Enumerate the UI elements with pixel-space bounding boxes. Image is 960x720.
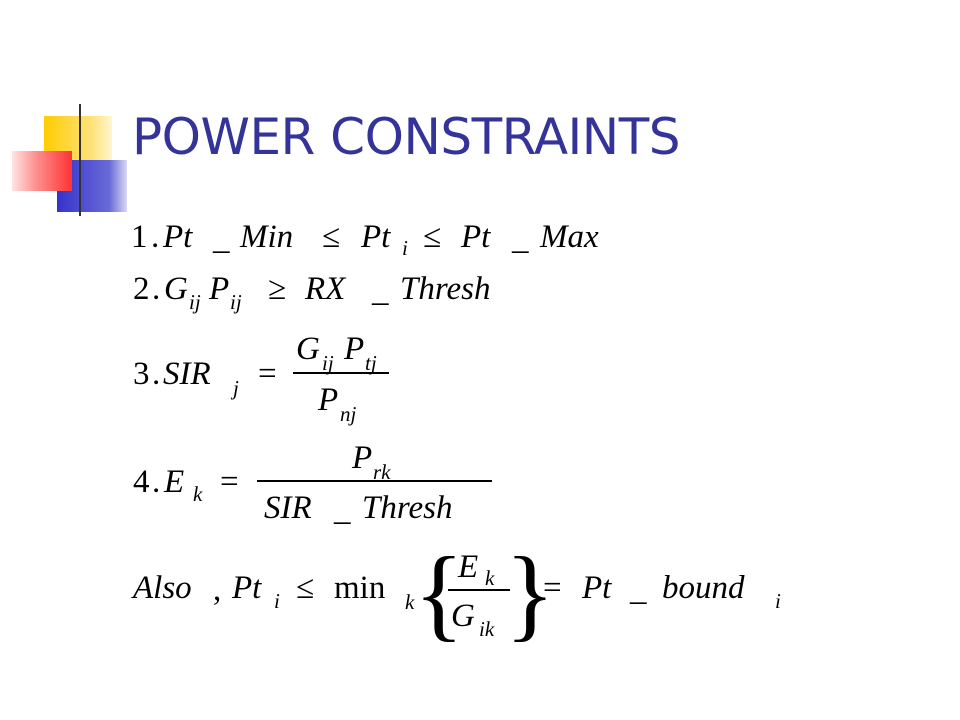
eq2-dot: .: [152, 271, 160, 307]
eq5-rhs-main: Pt: [581, 570, 612, 606]
equation-3: 3 . SIR j = G ij P tj P nj: [133, 331, 389, 426]
equation-2: 2 . G ij P ij ≥ RX _ Thresh: [133, 271, 490, 314]
eq4-den-tail: Thresh: [362, 490, 452, 526]
eq1-lhs-tail: Min: [239, 219, 293, 255]
title-decoration: [12, 104, 870, 216]
eq5-num-e-sub: k: [485, 566, 495, 590]
eq1-lhs-underscore: _: [212, 221, 230, 257]
eq3-den-p-sub: nj: [340, 402, 357, 426]
eq3-num-g: G: [296, 331, 320, 367]
equation-5: Also , Pt i ≤ min k { E k G ik } = Pt _ …: [131, 536, 781, 651]
eq1-rel-2: ≤: [423, 219, 441, 255]
eq5-min: min: [334, 570, 385, 606]
eq5-left-brace: {: [414, 536, 464, 651]
eq3-num-g-sub: ij: [322, 351, 334, 375]
red-accent-block: [12, 151, 72, 191]
equation-1: 1 . Pt _ Min ≤ Pt i ≤ Pt _ Max: [131, 219, 599, 260]
eq3-number: 3: [133, 356, 150, 392]
eq5-pt-sub: i: [274, 589, 280, 613]
eq3-lhs-sub: j: [230, 376, 239, 400]
eq1-rel-1: ≤: [322, 219, 340, 255]
eq4-dot: .: [152, 464, 160, 500]
eq5-num-e: E: [457, 549, 478, 585]
eq1-number: 1: [131, 219, 148, 255]
eq3-den-p: P: [317, 382, 338, 418]
eq3-num-p-sub: tj: [365, 351, 377, 375]
eq3-lhs: SIR: [163, 356, 211, 392]
eq5-pt: Pt: [231, 570, 262, 606]
eq2-rhs-tail: Thresh: [400, 271, 490, 307]
eq4-den-underscore: _: [333, 492, 351, 528]
eq4-num-p: P: [351, 440, 372, 476]
eq5-rhs-underscore: _: [629, 572, 647, 608]
eq2-rhs-underscore: _: [371, 273, 389, 309]
eq5-comma: ,: [213, 572, 221, 608]
eq1-dot: .: [151, 219, 159, 255]
eq5-rel: ≤: [296, 570, 314, 606]
eq5-equals: =: [543, 570, 562, 606]
slide-title: POWER CONSTRAINTS: [132, 108, 680, 166]
eq5-den-g: G: [451, 598, 475, 634]
eq2-g: G: [164, 271, 188, 307]
eq1-rhs-underscore: _: [511, 221, 529, 257]
eq4-lhs-sub: k: [193, 482, 203, 506]
eq2-g-sub: ij: [189, 290, 201, 314]
eq2-number: 2: [133, 271, 150, 307]
eq4-number: 4: [133, 464, 150, 500]
eq5-rhs-tail: bound: [662, 570, 745, 606]
eq5-min-sub: k: [405, 590, 415, 614]
eq1-rhs-main: Pt: [460, 219, 491, 255]
eq4-num-p-sub: rk: [373, 460, 391, 484]
eq5-den-g-sub: ik: [479, 617, 495, 641]
eq1-lhs-main: Pt: [162, 219, 193, 255]
equation-4: 4 . E k = P rk SIR _ Thresh: [133, 440, 492, 528]
eq1-mid-main: Pt: [360, 219, 391, 255]
eq3-equals: =: [258, 356, 277, 392]
eq4-den-main: SIR: [264, 490, 312, 526]
eq4-lhs: E: [163, 464, 184, 500]
eq3-num-p: P: [343, 331, 364, 367]
eq5-rhs-sub: i: [775, 589, 781, 613]
eq2-rhs-main: RX: [304, 271, 347, 307]
eq1-rhs-tail: Max: [539, 219, 599, 255]
eq3-dot: .: [152, 356, 160, 392]
eq2-rel: ≥: [268, 271, 286, 307]
eq2-p: P: [208, 271, 229, 307]
eq5-right-brace: }: [505, 536, 555, 651]
eq5-also: Also: [131, 570, 192, 606]
eq4-equals: =: [220, 464, 239, 500]
eq2-p-sub: ij: [230, 290, 242, 314]
eq1-mid-sub: i: [402, 236, 408, 260]
